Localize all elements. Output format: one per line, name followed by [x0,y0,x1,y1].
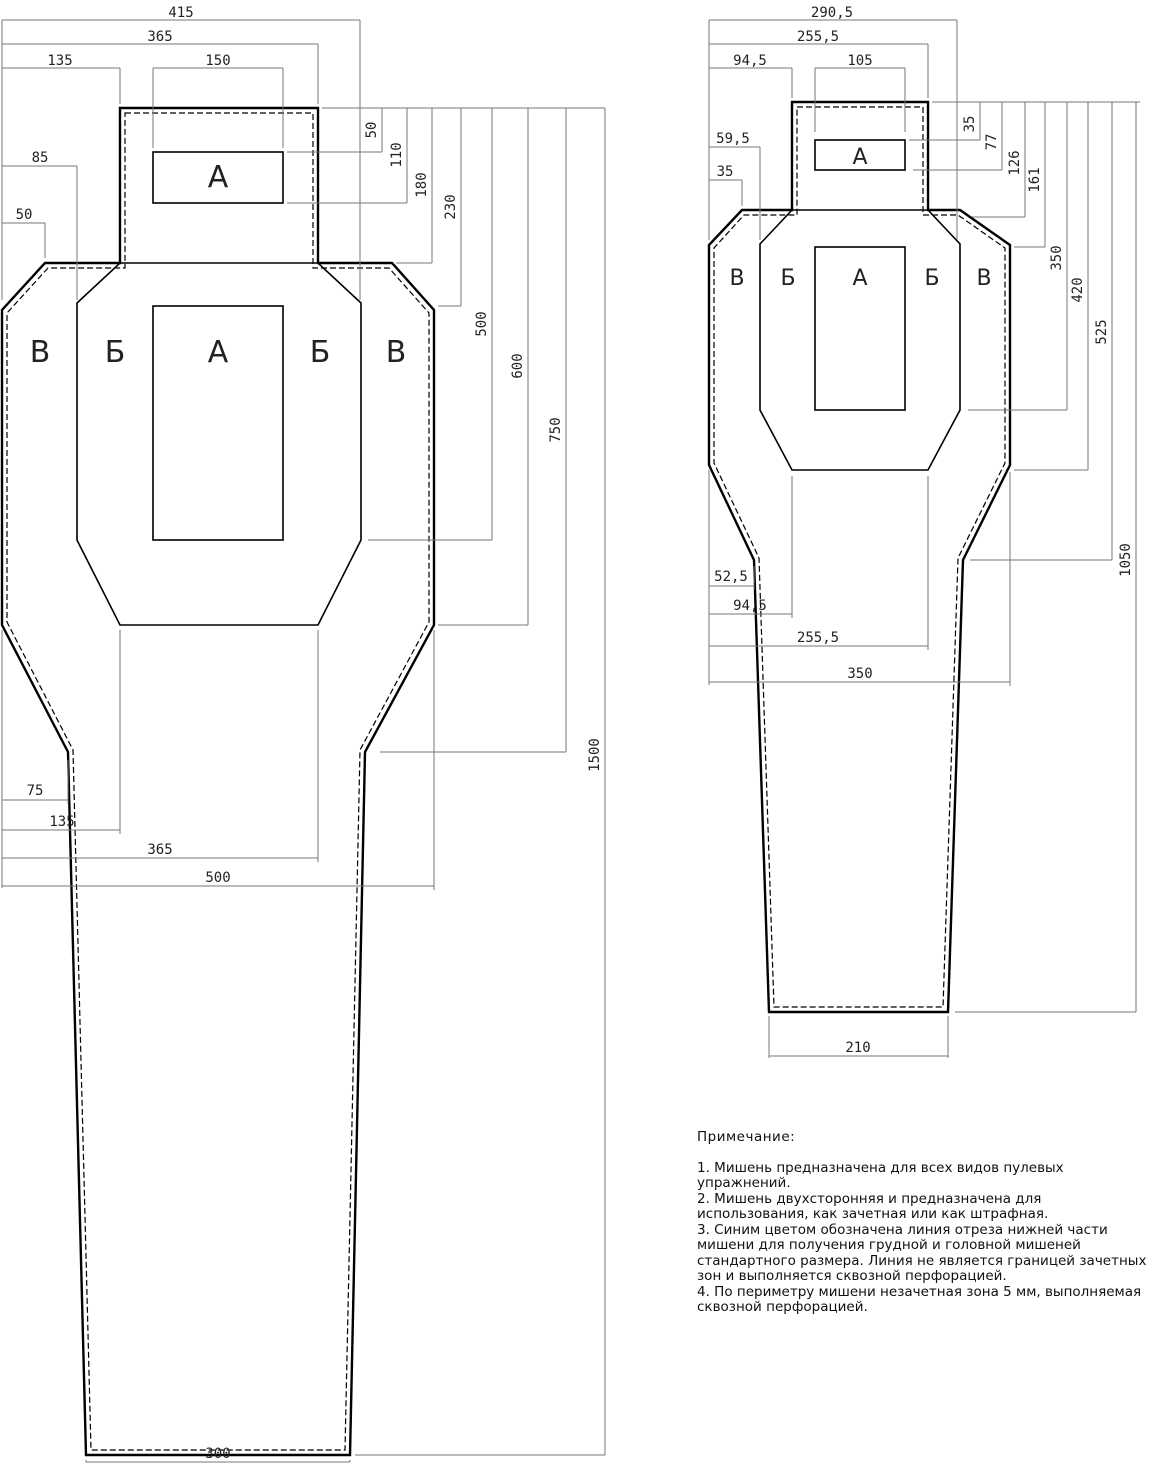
small-dim-35-left: 35 [717,164,734,180]
large-target-outline [0,106,436,1457]
small-target-outline [707,100,1012,1014]
large-target: А А Б Б В В 415 365 135 150 85 50 [0,5,606,1463]
small-zone-label-a-head: А [852,145,867,170]
small-dim-v525: 525 [1094,319,1110,344]
large-right-dimensions [287,107,606,1456]
small-zone-a-head [814,139,906,171]
small-dim-210: 210 [845,1040,870,1056]
large-dim-75: 75 [27,783,44,799]
large-dim-365-top: 365 [147,29,172,45]
small-dim-v1050: 1050 [1118,543,1134,577]
small-dim-v77: 77 [984,134,1000,151]
large-zone-label-v-left: В [30,335,51,370]
large-dim-135-bottom: 135 [49,814,74,830]
small-dim-94-top: 94,5 [733,53,767,69]
large-dim-415: 415 [168,5,193,21]
large-zone-label-b-left: Б [105,335,126,370]
large-zone-label-a-head: А [208,160,229,195]
large-dim-v180: 180 [414,172,430,197]
large-dim-v600: 600 [510,353,526,378]
large-bottom-dimensions [1,630,435,1463]
small-dim-52: 52,5 [714,569,748,585]
large-dim-v50: 50 [364,122,380,139]
note-item-1: 1. Мишень предназначена для всех видов п… [697,1159,1064,1191]
small-zone-label-v-right: В [976,266,991,291]
note-item-4: 4. По периметру мишени незачетная зона 5… [697,1283,1142,1315]
small-zone-label-v-left: В [729,266,744,291]
small-dim-255-bottom: 255,5 [797,630,839,646]
large-dim-85: 85 [32,150,49,166]
large-zone-a-head [152,151,284,204]
small-dim-v35: 35 [962,116,978,133]
large-zone-b-outline [76,262,362,626]
small-zone-b-outline [759,209,961,471]
small-target-perforation [713,106,1006,1008]
large-dim-500-bottom: 500 [205,870,230,886]
large-dim-v1500: 1500 [587,738,603,772]
large-dim-50-left: 50 [16,207,33,223]
large-dim-v230: 230 [443,194,459,219]
note-item-2: 2. Мишень двухсторонняя и предназначена … [697,1190,1049,1222]
small-dim-290: 290,5 [811,5,853,21]
large-dim-v750: 750 [548,417,564,442]
large-zone-a-chest [152,305,284,541]
large-zone-label-b-right: Б [310,335,331,370]
small-zone-label-b-left: Б [780,266,795,291]
small-right-dimensions [909,101,1140,1013]
small-top-dimensions [708,19,958,240]
small-dim-94-bottom: 94,5 [733,598,767,614]
small-dim-105: 105 [847,53,872,69]
small-bottom-dimensions [708,470,1011,1058]
small-dim-350-bottom: 350 [847,666,872,682]
large-zone-label-v-right: В [386,335,407,370]
small-target: А А Б Б В В 290,5 255,5 94,5 105 59,5 35 [707,5,1140,1058]
large-top-dimensions [1,19,361,300]
large-dim-365-bottom: 365 [147,842,172,858]
large-target-perforation [6,112,430,1451]
small-dim-v126: 126 [1007,150,1023,175]
small-dim-v161: 161 [1027,167,1043,192]
small-dim-v350: 350 [1049,245,1065,270]
large-dim-135-top: 135 [47,53,72,69]
notes-block: Примечание: 1. Мишень предназначена для … [697,1129,1147,1316]
small-zone-label-b-right: Б [924,266,939,291]
large-dim-v110: 110 [389,142,405,167]
small-zone-a-chest [814,246,906,411]
small-zone-label-a-chest: А [852,266,867,291]
notes-title: Примечание: [697,1129,796,1145]
note-item-3: 3. Синим цветом обозначена линия отреза … [697,1221,1147,1284]
large-dim-v500: 500 [474,311,490,336]
small-dim-v420: 420 [1070,277,1086,302]
small-dim-59: 59,5 [716,131,750,147]
small-dim-255-top: 255,5 [797,29,839,45]
large-dim-300: 300 [205,1446,230,1462]
large-dim-150: 150 [205,53,230,69]
large-zone-label-a-chest: А [208,335,229,370]
